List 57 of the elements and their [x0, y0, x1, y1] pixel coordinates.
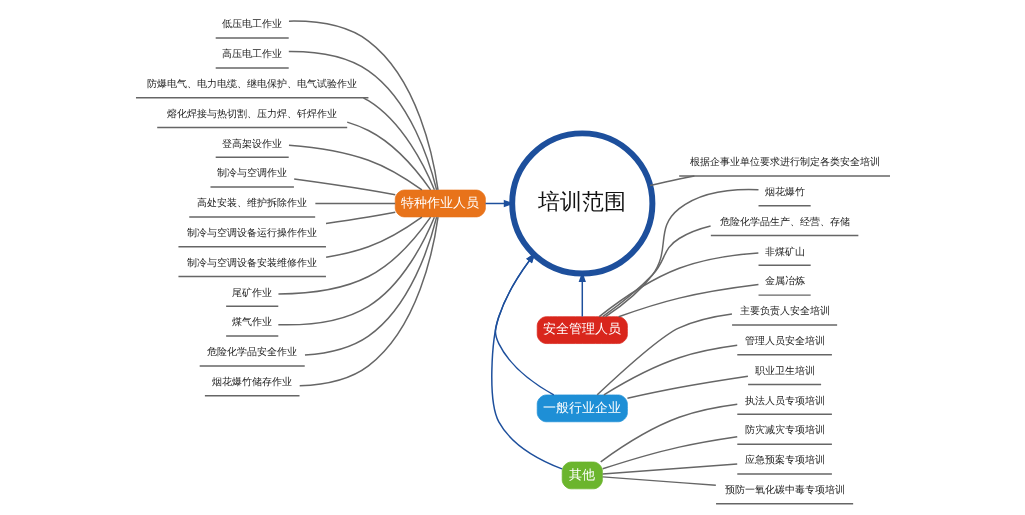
node-text: 执法人员专项培训: [744, 393, 825, 406]
node-text: 低压电工作业: [221, 17, 282, 30]
connector: [596, 313, 733, 396]
node-text: 预防一氧化碳中毒专项培训: [724, 483, 845, 496]
connector: [292, 178, 396, 196]
node-text: 根据企事业单位要求进行制定各类安全培训: [689, 155, 880, 168]
node-text: 登高架设作业: [221, 136, 282, 149]
node-circle: 培训范围: [508, 130, 655, 277]
node-text: 熔化焊接与热切割、压力焊、钎焊作业: [166, 106, 337, 119]
node-text: 主要负责人安全培训: [739, 304, 830, 317]
connector: [362, 97, 435, 191]
connector: [324, 216, 423, 258]
connector: [287, 20, 439, 191]
node-text: 危险化学品生产、经营、存储: [719, 214, 850, 227]
connector: [601, 435, 738, 470]
node-text: 金属冶炼: [764, 274, 805, 287]
connector: [598, 252, 759, 318]
connector: [617, 283, 759, 318]
node-text: 高压电工作业: [221, 47, 282, 60]
node-box: 特种作业人员: [394, 189, 486, 218]
node-box: 一般行业企业: [536, 394, 628, 423]
node-text: 烟花爆竹储存作业: [211, 375, 292, 388]
connector: [601, 463, 738, 475]
connector: [626, 375, 749, 399]
connector: [345, 121, 431, 191]
node-box: 其他: [561, 461, 603, 490]
node-text: 职业卫生培训: [754, 363, 815, 376]
node-text: 制冷与空调设备运行操作作业: [186, 226, 317, 239]
connector: [287, 50, 437, 191]
node-text: 应急预案专项培训: [744, 453, 825, 466]
arrow: [490, 252, 563, 470]
connector: [303, 216, 437, 356]
node-text: 高处安装、维护拆除作业: [196, 196, 307, 209]
connector: [277, 216, 431, 295]
node-text: 防灾减灾专项培训: [744, 423, 825, 436]
node-text: 烟花爆竹: [764, 185, 805, 198]
node-text: 制冷与空调设备安装维修作业: [186, 255, 317, 268]
node-box: 安全管理人员: [536, 316, 628, 344]
node-text: 制冷与空调作业: [216, 166, 287, 179]
node-text: 煤气作业: [231, 315, 272, 328]
connector: [324, 211, 396, 225]
connector: [314, 202, 396, 205]
node-text: 非煤矿山: [764, 244, 805, 257]
node-text: 尾矿作业: [231, 285, 272, 298]
connector: [601, 225, 711, 318]
connector: [604, 188, 759, 318]
node-text: 管理人员安全培训: [744, 334, 825, 347]
connector: [601, 476, 717, 487]
arrow: [494, 252, 554, 396]
node-text: 防爆电气、电力电缆、继电保护、电气试验作业: [146, 77, 357, 90]
node-text: 危险化学品安全作业: [206, 345, 297, 358]
connector: [298, 216, 439, 387]
connector: [602, 344, 738, 396]
connector: [648, 175, 695, 187]
connector: [277, 216, 435, 326]
connector: [287, 144, 423, 191]
connector: [599, 403, 738, 463]
